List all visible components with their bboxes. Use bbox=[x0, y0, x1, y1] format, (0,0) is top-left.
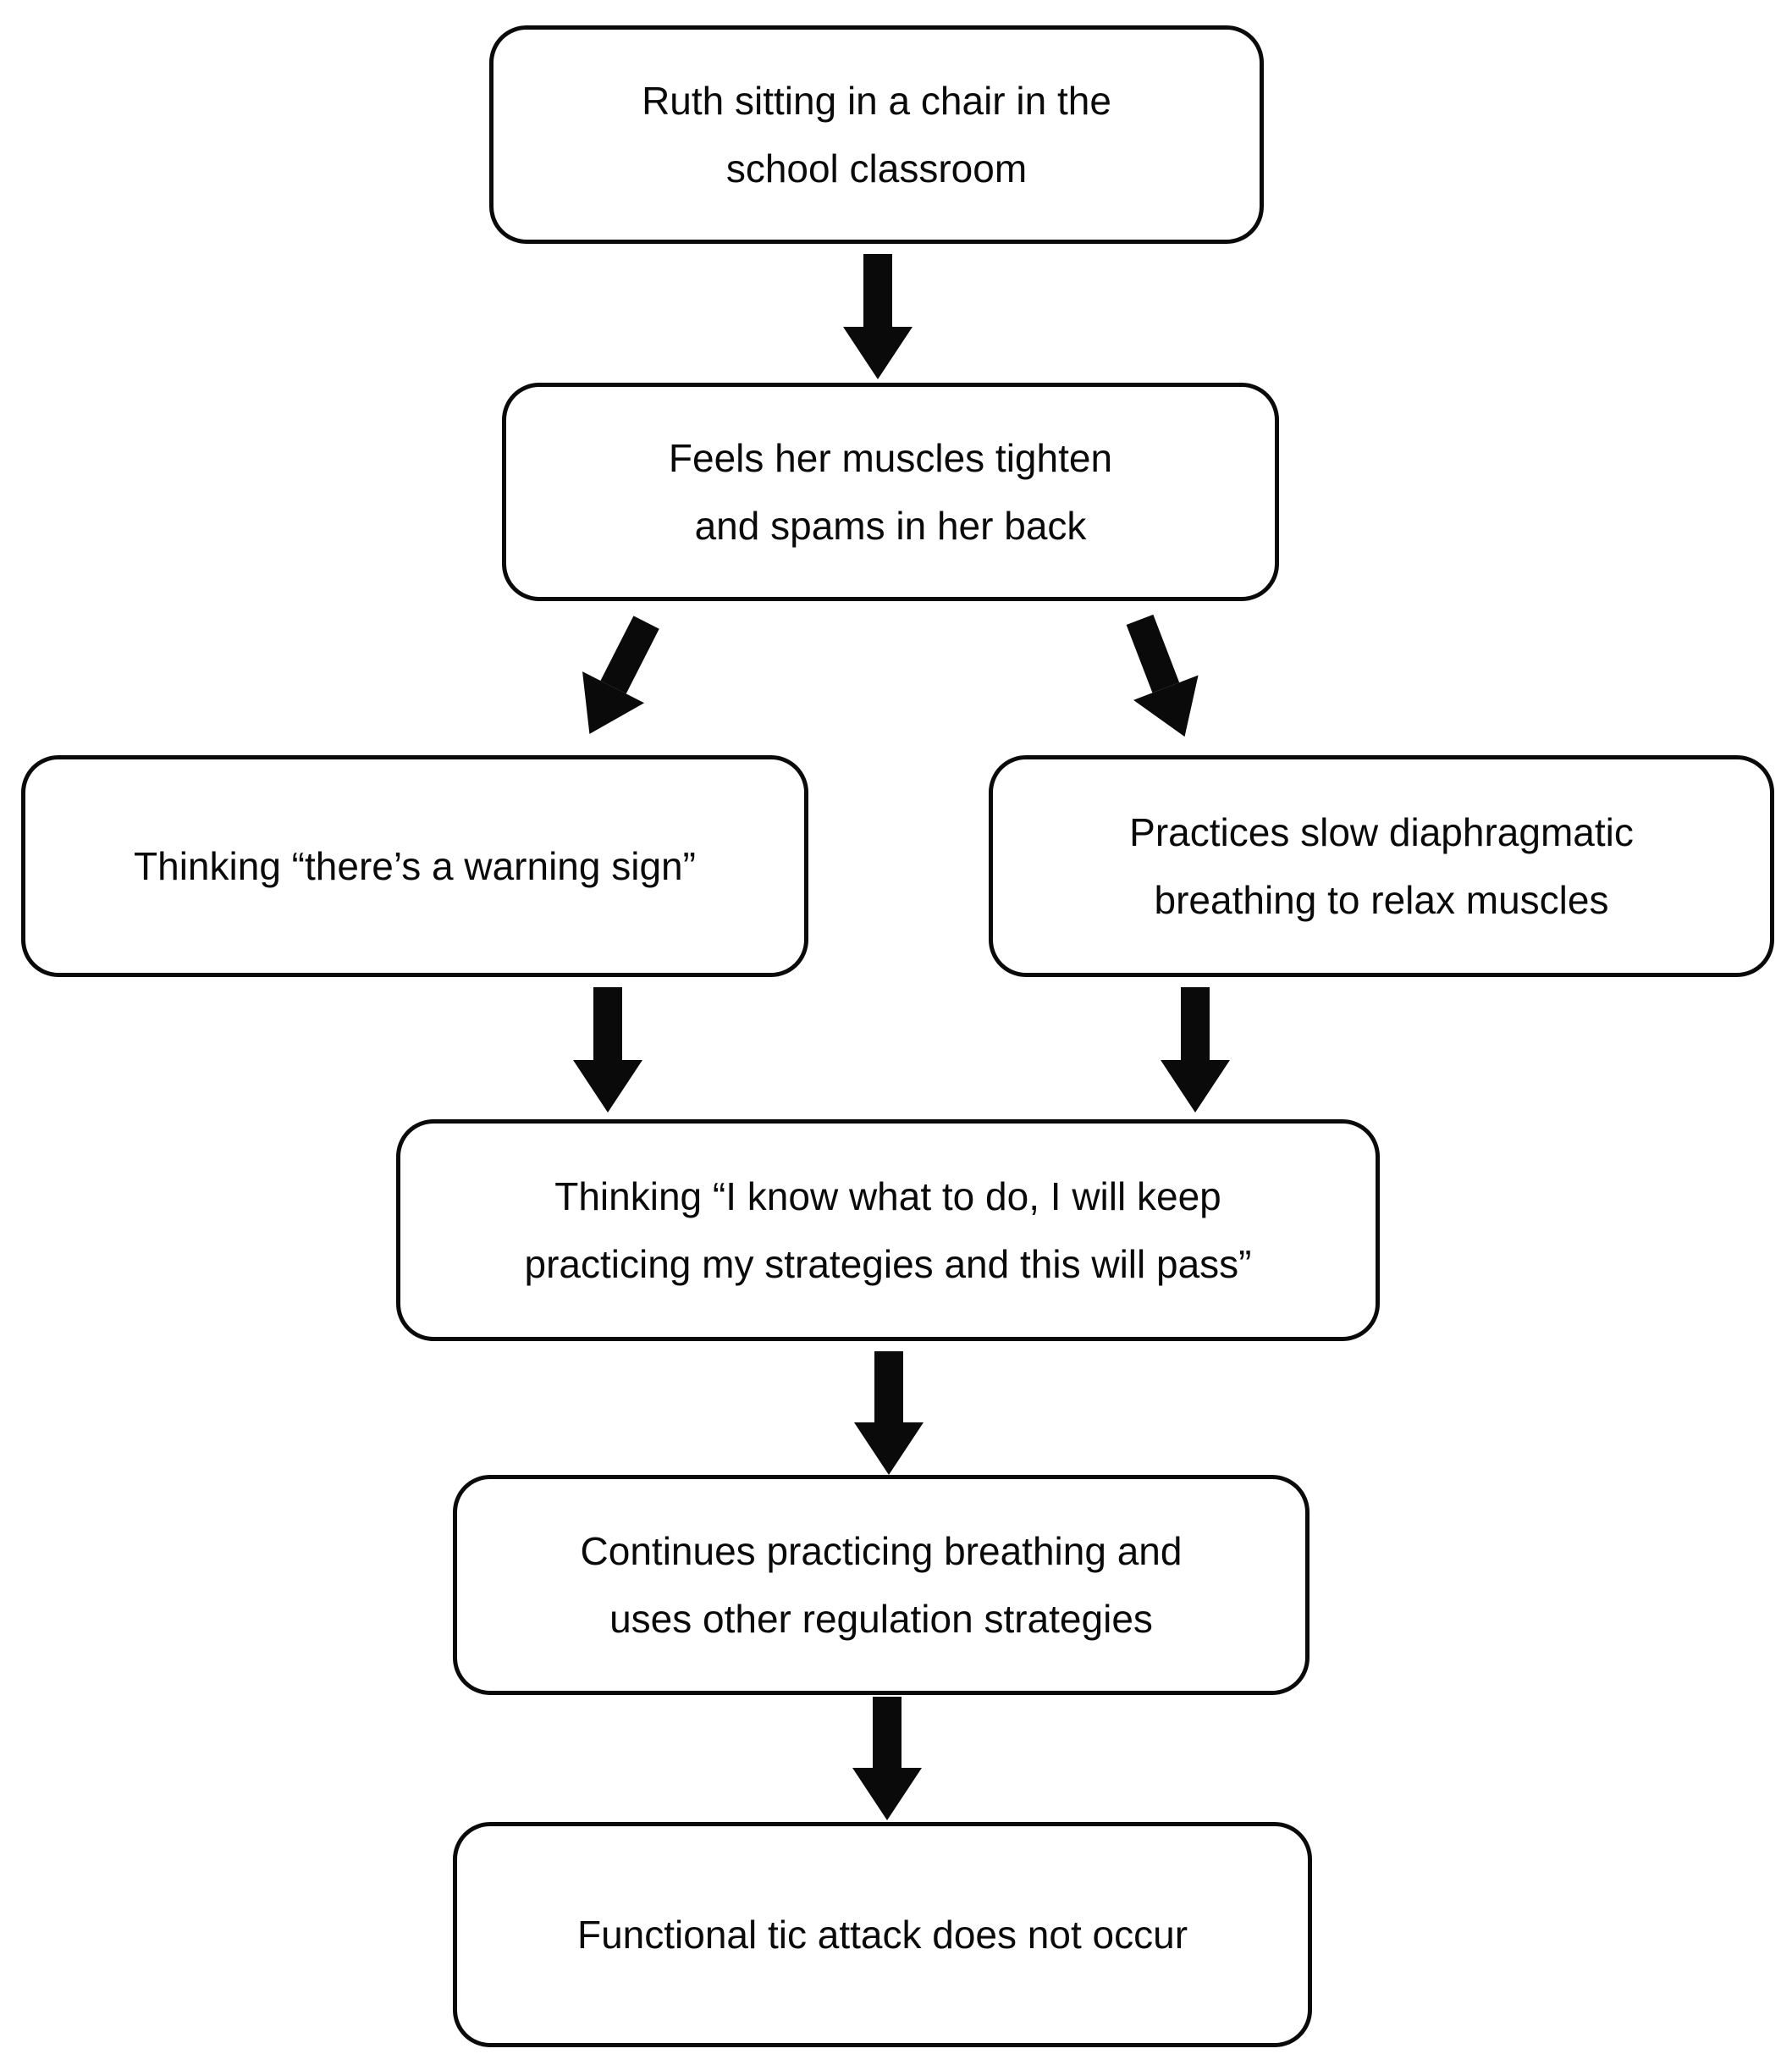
arrow-shaft bbox=[600, 616, 659, 694]
flow-node-thinking-warning-sign: Thinking “there’s a warning sign” bbox=[21, 755, 808, 977]
node-text-line: Thinking “there’s a warning sign” bbox=[134, 843, 696, 888]
node-text-line: Practices slow diaphragmatic bbox=[1129, 809, 1634, 854]
arrow-shaft bbox=[593, 987, 622, 1060]
node-text-line: uses other regulation strategies bbox=[609, 1597, 1153, 1641]
flow-node-outcome: Functional tic attack does not occur bbox=[453, 1822, 1312, 2047]
node-text-line: Functional tic attack does not occur bbox=[576, 1912, 1188, 1957]
arrow-head bbox=[1133, 675, 1217, 749]
node-text-line: Continues practicing breathing and bbox=[580, 1528, 1183, 1573]
node-text-line: Ruth sitting in a chair in the bbox=[642, 78, 1111, 123]
flow-node-continue-strategies: Continues practicing breathing and uses … bbox=[453, 1475, 1310, 1695]
node-text-line: practicing my strategies and this will p… bbox=[524, 1242, 1252, 1286]
diagonal-down-right-arrow-icon bbox=[1107, 607, 1217, 749]
down-arrow-icon bbox=[854, 1351, 924, 1475]
arrow-shaft bbox=[1181, 987, 1210, 1060]
arrow-shaft bbox=[863, 254, 892, 327]
flow-node-coping-thought: Thinking “I know what to do, I will keep… bbox=[396, 1119, 1380, 1341]
flow-node-diaphragmatic-breathing: Practices slow diaphragmatic breathing t… bbox=[989, 755, 1774, 977]
down-arrow-icon bbox=[852, 1697, 922, 1820]
arrow-head bbox=[843, 327, 913, 379]
arrow-head bbox=[852, 1768, 922, 1820]
arrow-shaft bbox=[1126, 614, 1180, 693]
flow-node-muscle-tighten: Feels her muscles tighten and spams in h… bbox=[502, 383, 1279, 601]
node-text-line: school classroom bbox=[725, 146, 1028, 190]
down-arrow-icon bbox=[573, 987, 642, 1113]
down-arrow-icon bbox=[843, 254, 913, 379]
node-text-line: and spams in her back bbox=[694, 504, 1087, 548]
diagonal-down-left-arrow-icon bbox=[558, 606, 677, 750]
node-text-line: Thinking “I know what to do, I will keep bbox=[554, 1173, 1221, 1218]
down-arrow-icon bbox=[1161, 987, 1230, 1113]
arrow-head bbox=[1161, 1060, 1230, 1113]
node-text-line: Feels her muscles tighten bbox=[668, 435, 1113, 480]
flow-node-situation: Ruth sitting in a chair in the school cl… bbox=[489, 25, 1264, 244]
arrow-shaft bbox=[874, 1351, 903, 1422]
arrow-head bbox=[854, 1422, 924, 1475]
arrow-shaft bbox=[873, 1697, 902, 1768]
node-text-line: breathing to relax muscles bbox=[1154, 878, 1609, 922]
arrow-head bbox=[573, 1060, 642, 1113]
